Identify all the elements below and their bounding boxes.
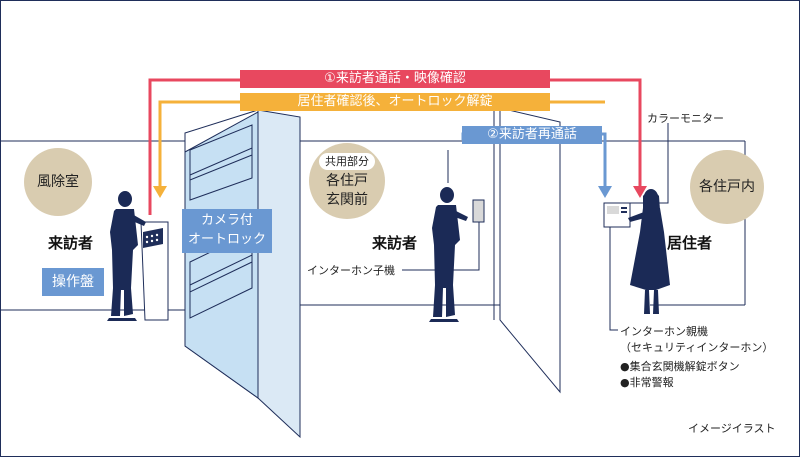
banner-unlock-after-confirm: 居住者確認後、オートロック解錠 [240,93,550,111]
common-area-tag: 共用部分 [319,152,375,170]
area-unit-entrance: 共用部分 各住戸 玄関前 [309,143,385,219]
feature-unlock-button: ●集合玄関機解錠ボタン [620,360,740,373]
resident-label: 居住者 [667,234,713,252]
visitor-left-silhouette [107,191,146,321]
route-blue-arrow [598,186,612,198]
visitor-left-label: 来訪者 [48,234,94,252]
intercom-master-screen [607,206,619,214]
area-unit-entrance-line1: 各住戸 [326,172,368,189]
camera-autolock-line2: オートロック [187,232,266,247]
banner-visitor-recall: ②来訪者再通話 [462,126,602,144]
intercom-master-sublabel: （セキュリティインターホン） [620,341,774,354]
callout-intercom-handset [402,222,480,271]
intercom-master-label: インターホン親機 [620,325,708,338]
callout-color-monitor [630,123,669,204]
visitor-mid-label: 来訪者 [372,234,418,252]
area-windbreak-room: 風除室 [24,148,92,216]
callout-intercom-master [609,227,618,331]
image-illustration-note: イメージイラスト [688,422,776,435]
area-windbreak-room-label: 風除室 [37,173,79,190]
camera-autolock-line1: カメラ付 [200,213,253,228]
area-inside-unit: 各住戸内 [690,150,764,224]
area-inside-unit-label: 各住戸内 [699,178,755,195]
camera-autolock-label-box: カメラ付 オートロック [182,209,272,253]
area-unit-entrance-line2: 玄関前 [326,191,368,208]
route-orange-arrow [153,186,167,198]
visitor-mid-silhouette [429,187,468,322]
keypad-dots [145,233,159,244]
resident-silhouette [628,189,670,314]
unit-door-wall [499,107,561,394]
glass-door-edge [257,109,301,439]
route-red-arrow [633,186,647,198]
color-monitor-label: カラーモニター [647,112,724,125]
control-panel-label-box: 操作盤 [42,268,104,296]
banner-visitor-call-video: ①来訪者通話・映像確認 [240,70,550,88]
feature-emergency-alarm: ●非常警報 [620,376,674,389]
control-panel-keypad [143,228,163,248]
intercom-handset-label: インターホン子機 [307,264,395,277]
glass-hatching [189,124,253,319]
